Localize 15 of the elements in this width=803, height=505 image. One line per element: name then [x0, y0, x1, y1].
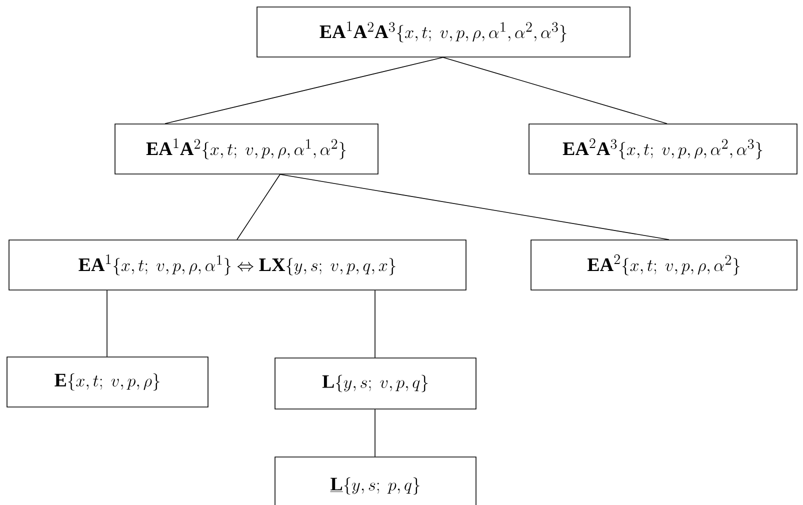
formula-box: $\mathbf{EA}^1\mathbf{A}^2\mathbf{A}^3\{x,t;\ v,p,\rho,\alpha^1,\alpha^2,\alpha^3\}$ [256, 6, 630, 58]
connector-line [164, 57, 444, 124]
formula-box: $\mathbf{EA}^2\mathbf{A}^3\{x,t;\ v,p,\rho,\alpha^2,\alpha^3\}$ [528, 124, 798, 174]
connector-line [280, 174, 670, 240]
formula-box: $\mathbf{EA}^1\mathbf{A}^2\{x,t;\ v,p,\rho,\alpha^1,\alpha^2\}$ [114, 124, 378, 174]
connector-line [106, 290, 108, 357]
formula-box: $\underline{\mathbf{L}}\{y,s;\ p,q\}$ [274, 456, 476, 505]
formula-box: $\mathbf{EA}^1\{x,t;\ v,p,\rho,\alpha^1\}\Leftrightarrow\mathbf{LX}\{y,s;\ v,p,q,x\}$ [8, 240, 466, 290]
formula-box: $\mathbf{L}\{y,s;\ v,p,q\}$ [274, 358, 476, 410]
connector-line [374, 409, 376, 457]
connector-line [236, 174, 280, 240]
connector-line [442, 57, 668, 124]
formula-box: $\mathbf{EA}^2\{x,t;\ v,p,\rho,\alpha^2\}$ [530, 240, 798, 290]
formula-box: $\mathbf{E}\{x,t;\ v,p,\rho\}$ [6, 356, 208, 408]
connector-line [374, 290, 376, 358]
